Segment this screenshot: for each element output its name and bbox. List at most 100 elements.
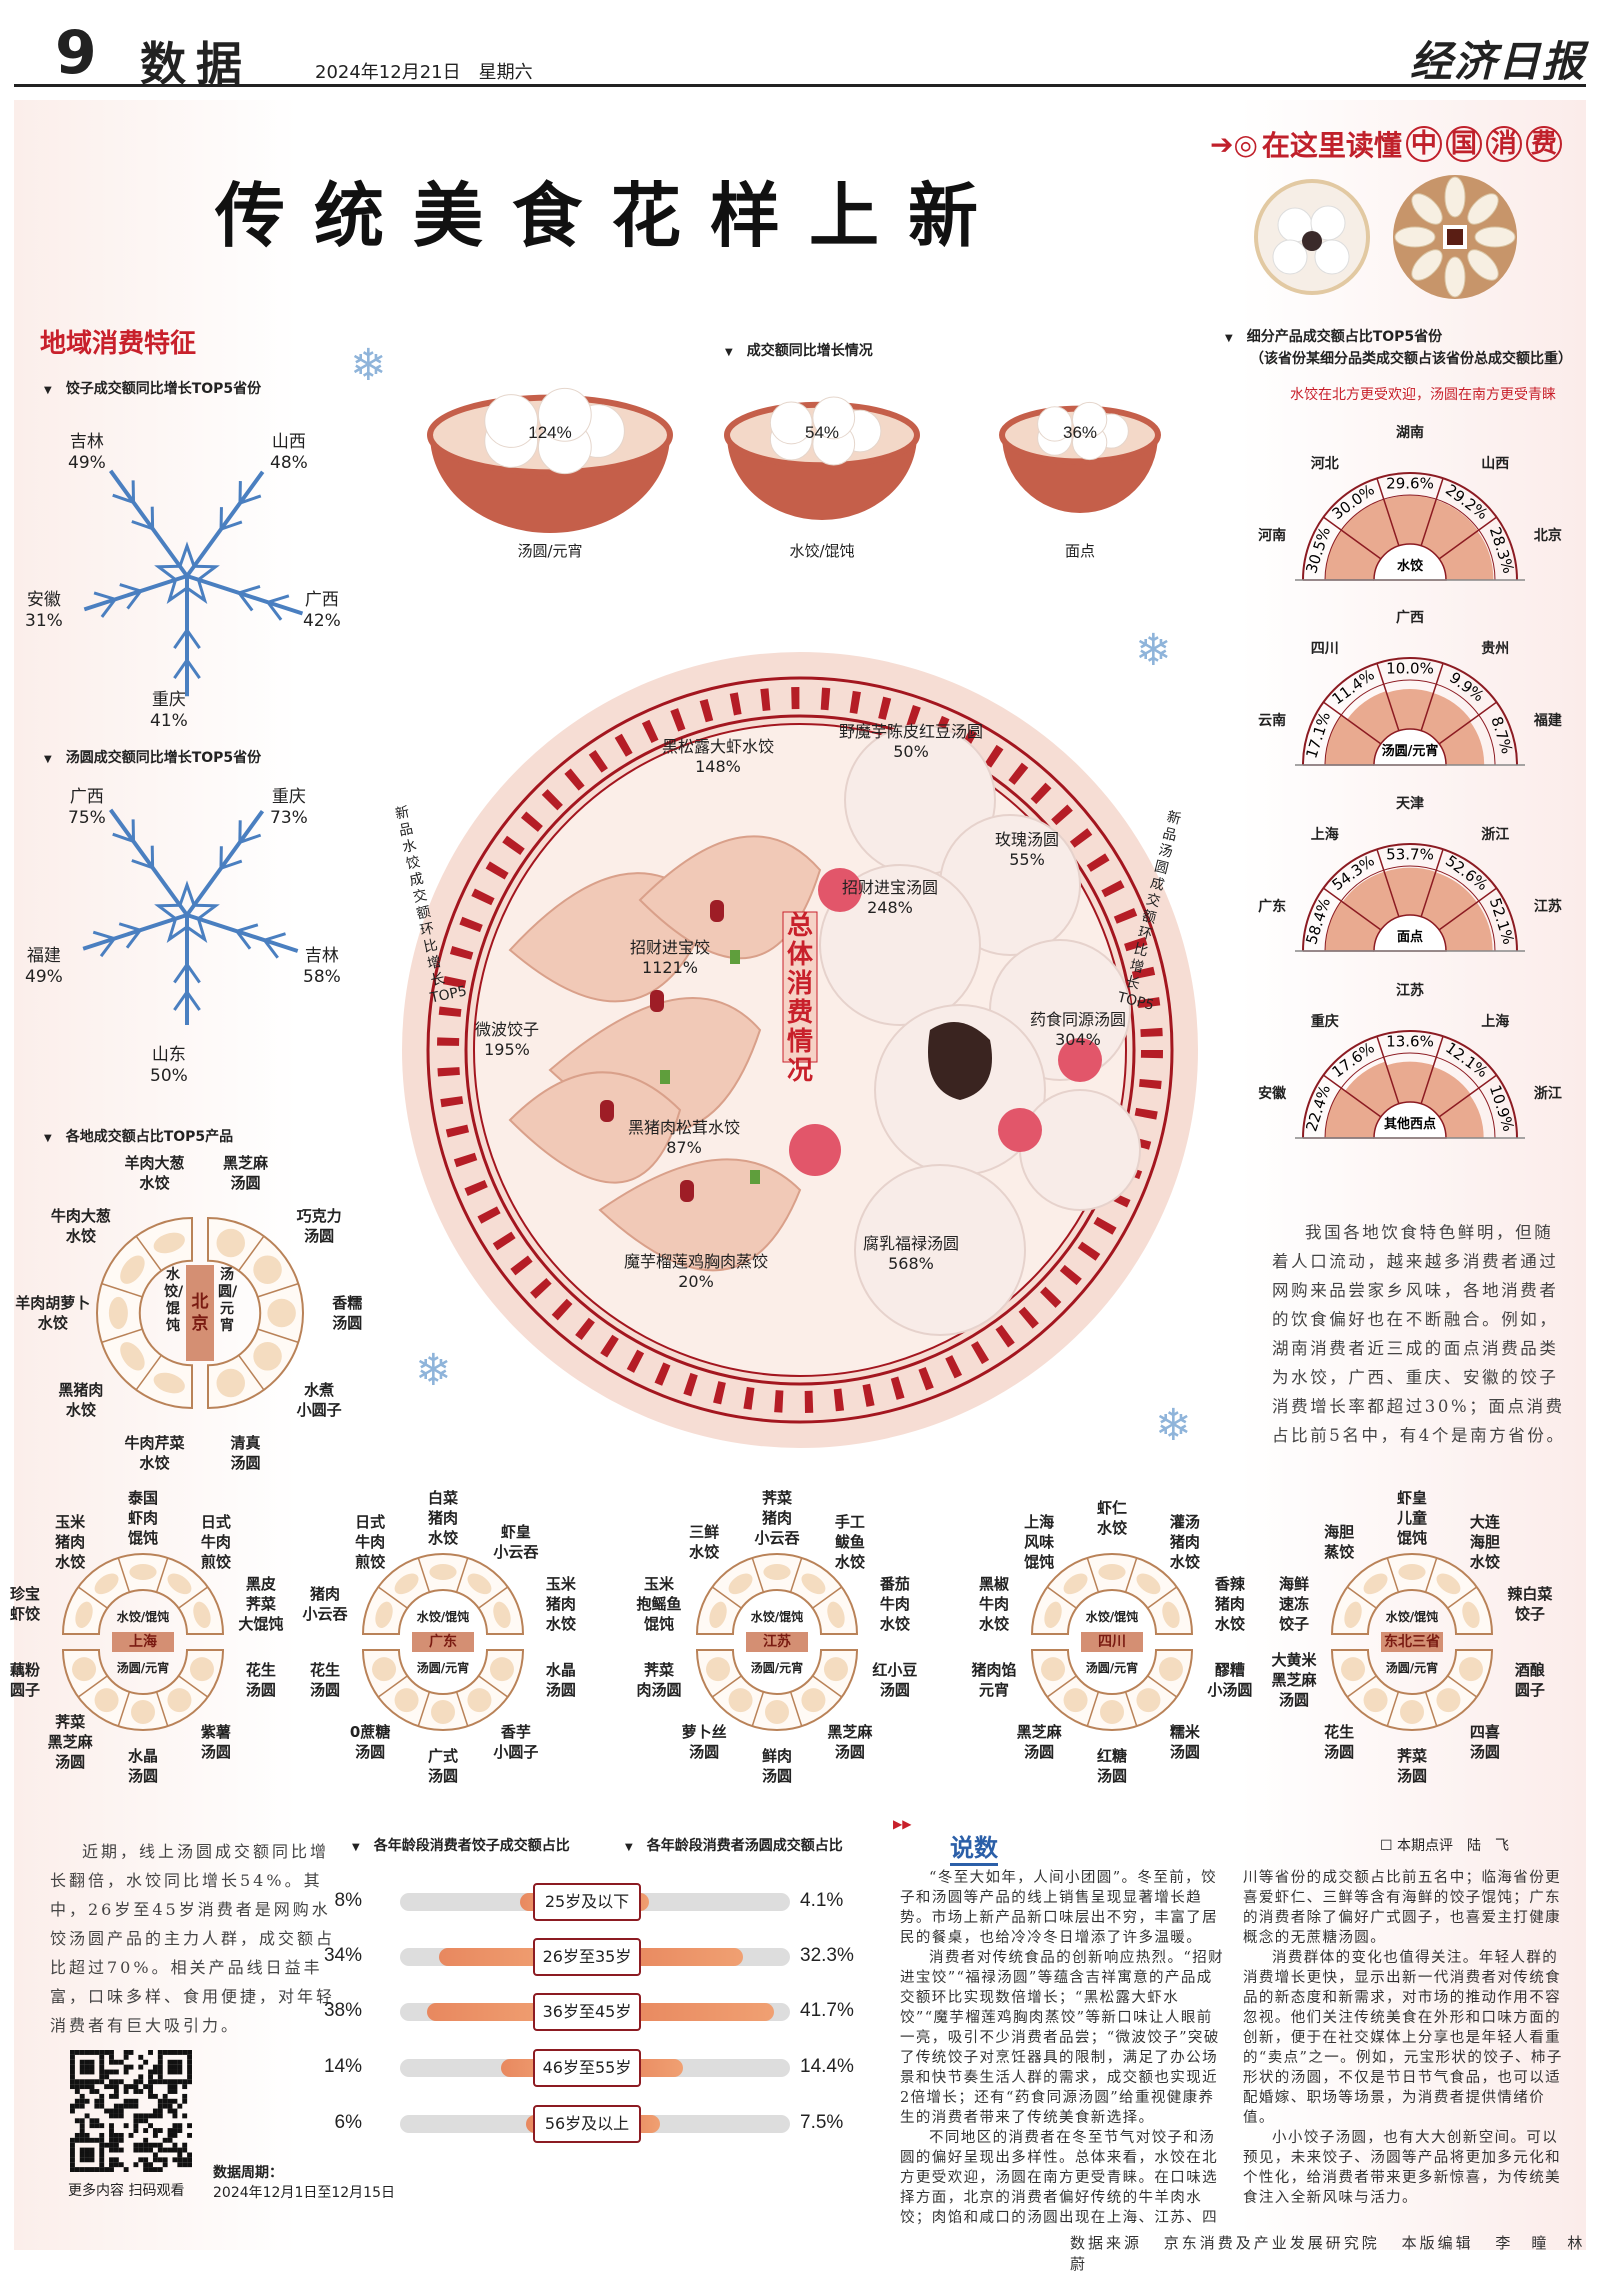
province-label: 河北: [1300, 453, 1350, 473]
article-body: “冬至大如年，人间小团圆”。冬至前，饺子和汤圆等产品的线上销售呈现显著增长趋势。…: [900, 1868, 1570, 2228]
snowflake-icon: ❄: [1135, 625, 1172, 676]
wheel-item-label: 黑芝麻 汤圆: [223, 1153, 268, 1193]
snowflake-label: 山东 50%: [150, 1045, 188, 1087]
wheel-item-label: 虾皇 儿童 馄饨: [1397, 1488, 1427, 1548]
section-title-regional: 地域消费特征: [40, 323, 196, 360]
wheel-dumpling-label: 水饺/馄饨: [1372, 1608, 1452, 1625]
plate-item-label: 魔芋榴莲鸡胸肉蒸饺 20%: [624, 1252, 768, 1292]
tangyuan-icon: [1436, 1688, 1460, 1712]
qr-code[interactable]: [70, 2050, 192, 2172]
snowflake-arm: [187, 472, 263, 576]
checkbox-icon: ☐: [1380, 1838, 1397, 1854]
dumpling-icon: [109, 1297, 128, 1329]
tangyuan-icon: [431, 1700, 455, 1724]
wheel-item-label: 香辣 猪肉 水饺: [1215, 1574, 1245, 1634]
dumpling-icon: [1398, 1564, 1425, 1580]
wheel-item-label: 香糯 汤圆: [332, 1293, 362, 1333]
wheel-dumpling-label: 水饺/馄饨: [1072, 1608, 1152, 1625]
province-label: 河南: [1247, 525, 1297, 545]
wheel-item-label: 虾仁 水饺: [1097, 1498, 1127, 1538]
wheel-item-label: 花生 汤圆: [1324, 1722, 1354, 1762]
editor-label: 本版编辑: [1402, 2234, 1474, 2252]
wheel-item-label: 猪肉 小云吞: [303, 1584, 348, 1624]
share-value: 10.0%: [1386, 660, 1434, 678]
growth-bowl: [420, 357, 680, 553]
tangyuan-icon: [1136, 1688, 1160, 1712]
region-label: 江苏: [746, 1632, 808, 1652]
tangyuan-icon: [372, 1657, 396, 1681]
arc-title-province: 湖南: [1385, 422, 1435, 442]
qr-caption: 更多内容 扫码观看: [68, 2180, 184, 2200]
wheel-item-label: 牛肉芹菜 水饺: [124, 1433, 184, 1473]
arc-title-province: 天津: [1385, 793, 1435, 813]
tangyuan-age-value: 32.3%: [800, 1945, 854, 1967]
tangyuan-icon: [1341, 1657, 1365, 1681]
slogan-char: 国: [1446, 126, 1482, 162]
wheel-dumpling-label: 水饺/馄饨: [403, 1608, 483, 1625]
province-label: 广东: [1247, 896, 1297, 916]
tangyuan-icon: [490, 1657, 514, 1681]
snowflake-label: 吉林 58%: [303, 946, 341, 988]
plate-center-title: 总体消费情况: [785, 912, 815, 1086]
dumpling-age-value: 38%: [300, 2000, 362, 2022]
age-group-label: 26岁至35岁: [533, 1938, 641, 1976]
age-group-label: 56岁及以上: [533, 2105, 641, 2143]
category-share-subtitle: （该省份某细分品类成交额占该省份总成交额比重）: [1250, 348, 1572, 368]
tangyuan-icon: [1100, 1700, 1124, 1724]
arrow-icon: ➔◎: [1210, 128, 1258, 161]
wheel-item-label: 酒酿 圆子: [1515, 1660, 1545, 1700]
arc-title-province: 广西: [1385, 607, 1435, 627]
wheel-item-label: 糯米 汤圆: [1170, 1722, 1200, 1762]
food-photos: [1250, 175, 1550, 315]
wheel-item-label: 黑皮 荠菜 大馄饨: [238, 1574, 283, 1634]
regional-paragraph-text: 我国各地饮食特色鲜明，但随着人口流动，越来越多消费者通过网购来品尝家乡风味，各地…: [1272, 1218, 1570, 1450]
reviewer: ☐ 本期点评 陆 飞: [1380, 1835, 1509, 1855]
wheel-tangyuan-label: 汤圆/元宵: [737, 1659, 817, 1676]
dumpling-age-value: 8%: [300, 1890, 362, 1912]
plate-item-label: 腐乳福禄汤圆 568%: [863, 1234, 959, 1274]
wheel-item-label: 香芋 小圆子: [493, 1722, 538, 1762]
north-south-note: 水饺在北方更受欢迎，汤圆在南方更受青睐: [1290, 384, 1556, 404]
regional-paragraph: 我国各地饮食特色鲜明，但随着人口流动，越来越多消费者通过网购来品尝家乡风味，各地…: [1272, 1218, 1570, 1450]
snowflake-label: 山西 48%: [270, 432, 308, 474]
share-category-label: 其他西点: [1384, 1116, 1436, 1132]
province-label: 浙江: [1470, 824, 1520, 844]
tangyuan-icon: [1364, 1688, 1388, 1712]
plate-item-label: 野魔芋陈皮红豆汤圆 50%: [839, 722, 983, 762]
wheel-tangyuan-label: 汤圆/元宵: [103, 1659, 183, 1676]
province-label: 上海: [1470, 1011, 1520, 1031]
wheel-item-label: 泰国 虾肉 馄饨: [128, 1488, 158, 1548]
snowflake-label: 重庆 41%: [150, 690, 188, 732]
wheel-item-label: 花生 汤圆: [310, 1660, 340, 1700]
wheel-item-label: 巧克力 汤圆: [297, 1206, 342, 1246]
wheel-item-label: 上海 风味 馄饨: [1024, 1512, 1054, 1572]
dumpling-growth-snowflake: [0, 400, 380, 740]
wheel-item-label: 玉米 猪肉 水饺: [546, 1574, 576, 1634]
wheel-item-label: 0蔗糖 汤圆: [350, 1722, 390, 1762]
tangyuan-icon: [190, 1657, 214, 1681]
period-value: 2024年12月1日至12月15日: [213, 2182, 395, 2202]
plate-item-label: 招财进宝汤圆 248%: [842, 878, 938, 918]
slogan-char: 费: [1526, 126, 1562, 162]
age-dumpling-title: 各年龄段消费者饺子成交额占比: [352, 1835, 570, 1855]
snowflake-label: 安徽 31%: [25, 590, 63, 632]
slogan-char: 中: [1406, 126, 1442, 162]
period-label: 数据周期：: [213, 2162, 283, 2182]
wheel-item-label: 海鲜 速冻 饺子: [1279, 1574, 1309, 1634]
snowflake-label: 广西 42%: [303, 590, 341, 632]
article-paragraph: 消费者对传统食品的创新响应热烈。“招财进宝饺”“福禄汤圆”等蕴含吉祥寓意的产品成…: [900, 1948, 1227, 2128]
wheel-item-label: 水煮 小圆子: [297, 1380, 342, 1420]
tangyuan-icon: [253, 1342, 282, 1371]
tangyuan-icon: [801, 1688, 825, 1712]
province-label: 云南: [1247, 710, 1297, 730]
wheel-item-label: 广式 汤圆: [428, 1746, 458, 1786]
tangyuan-icon: [167, 1688, 191, 1712]
growth-value: 124%: [520, 423, 580, 443]
dumpling-icon: [429, 1564, 456, 1580]
slogan: ➔◎ 在这里读懂 中 国 消 费: [1210, 124, 1562, 164]
snowflake-arm: [111, 810, 187, 915]
wheel-item-label: 珍宝 虾饺: [10, 1584, 40, 1624]
share-value: 29.6%: [1386, 475, 1434, 493]
age-group-label: 36岁至45岁: [533, 1993, 641, 2031]
growth-category-label: 面点: [1020, 540, 1140, 561]
